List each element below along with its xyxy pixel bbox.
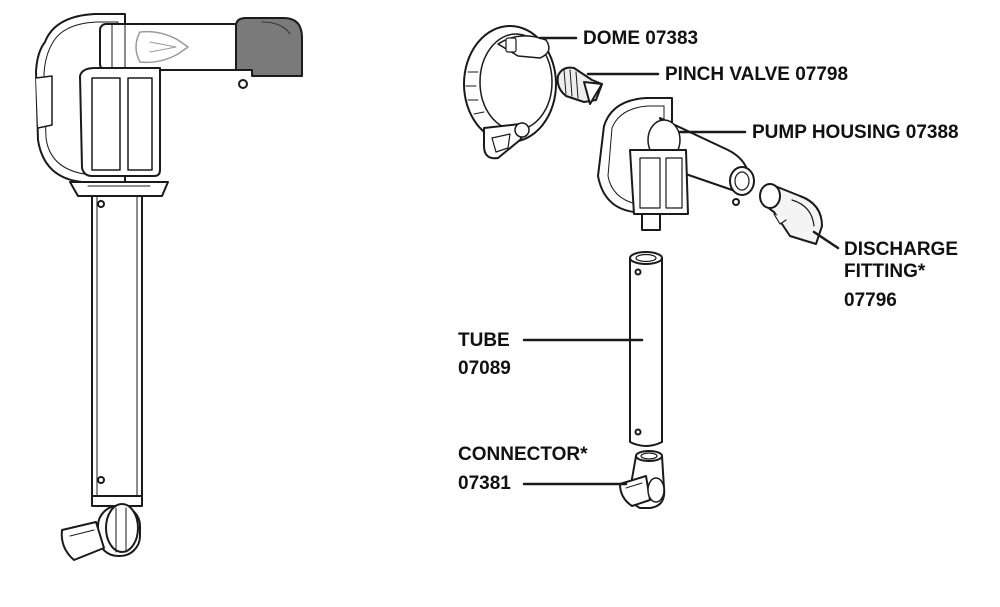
connector-part	[619, 450, 666, 509]
pump-housing-part	[597, 97, 755, 231]
discharge-part-number: 07796	[844, 290, 897, 311]
assembled-pump	[35, 13, 303, 561]
discharge-leader	[812, 230, 840, 250]
leader-lines	[522, 36, 840, 486]
pump-housing-label: PUMP HOUSING 07388	[752, 122, 959, 143]
assembled-connector	[60, 503, 141, 561]
assembled-pump-housing	[99, 21, 241, 73]
assembled-discharge-fitting	[235, 17, 303, 89]
dome-label: DOME 07383	[583, 28, 699, 49]
assembled-tube	[91, 191, 143, 507]
connector-part-number: 07381	[458, 473, 511, 494]
tube-part-number: 07089	[458, 358, 511, 379]
pinch-valve-label: PINCH VALVE 07798	[665, 64, 849, 85]
tube-label: TUBE	[458, 330, 510, 351]
dome-part	[463, 25, 557, 160]
discharge-fitting-part	[759, 183, 823, 245]
tube-part	[629, 251, 663, 447]
pinch-valve-part	[556, 66, 603, 105]
connector-label: CONNECTOR*	[458, 444, 588, 465]
discharge-label-line2: FITTING*	[844, 261, 926, 282]
discharge-label-line1: DISCHARGE	[844, 239, 959, 260]
